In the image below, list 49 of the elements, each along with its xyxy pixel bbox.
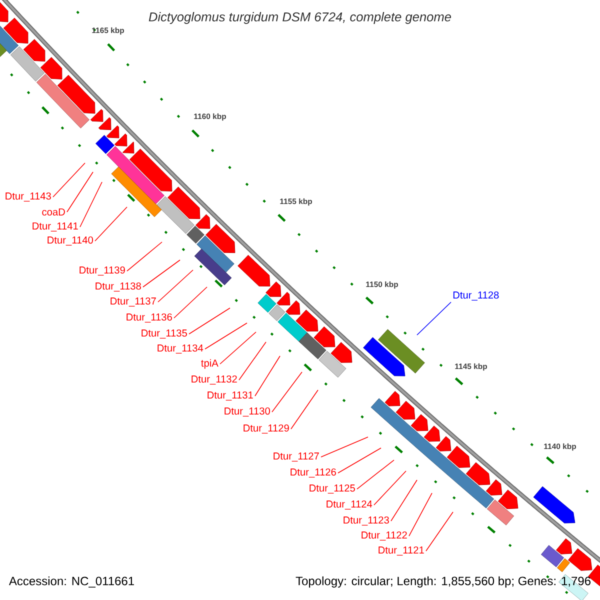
gene-label: Dtur_1140 — [48, 236, 93, 246]
leader-line — [290, 390, 318, 430]
gene-label: Dtur_1134 — [158, 344, 204, 354]
gene-label: Dtur_1136 — [126, 313, 172, 323]
gene-label: coaD — [42, 208, 65, 216]
leader-line — [220, 332, 256, 364]
leader-line — [272, 372, 302, 412]
gene-label: Dtur_1139 — [80, 266, 125, 276]
leader-line — [374, 470, 406, 506]
leader-line — [174, 286, 208, 318]
gene-label: Dtur_1129 — [244, 424, 289, 434]
leader-line — [142, 260, 180, 288]
leader-line — [126, 242, 162, 272]
title: Dictyoglomus turgidum DSM 6724, complete genome — [148, 12, 452, 24]
leader-line — [238, 342, 266, 380]
footer-text: Topology: circular; Length: 1,855,560 bp; Genes: 1,796 — [296, 576, 590, 588]
gene-label: Dtur_1121 — [378, 546, 424, 556]
leader-line — [426, 512, 454, 552]
leader-line — [52, 162, 86, 198]
leader-line — [188, 308, 230, 334]
gene-label: Dtur_1135 — [142, 329, 187, 339]
gene-label: Dtur_1141 — [32, 222, 78, 232]
leader-line — [204, 322, 248, 350]
gene-label: Dtur_1126 — [290, 468, 336, 478]
gene-label: Dtur_1125 — [310, 484, 355, 494]
leader-line — [408, 492, 432, 536]
gene-label: Dtur_1132 — [192, 375, 237, 385]
leader-line — [254, 356, 280, 396]
leader-line — [94, 206, 128, 242]
gene-label: Dtur_1128 — [453, 291, 499, 301]
gene-label: Dtur_1122 — [362, 531, 407, 541]
leader-line — [390, 480, 418, 522]
gene-label: Dtur_1123 — [344, 516, 389, 526]
gene-label: Dtur_1124 — [326, 500, 372, 510]
leader-line — [320, 436, 368, 458]
leader-line — [356, 460, 394, 490]
gene-label: tpiA — [201, 359, 218, 369]
gene-label: Dtur_1131 — [208, 391, 253, 401]
leader-line — [66, 172, 94, 212]
leader-line — [416, 302, 452, 336]
leader-line — [80, 182, 102, 228]
gene-label: Dtur_1127 — [274, 452, 319, 462]
leader-line — [338, 448, 382, 474]
gene-label: Dtur_1130 — [224, 407, 270, 417]
gene-label: Dtur_1143 — [6, 192, 51, 202]
gene-label: Dtur_1137 — [110, 297, 156, 307]
leader-line — [158, 270, 194, 302]
gene-label: Dtur_1138 — [96, 282, 141, 292]
footer-text: Accession: NC_011661 — [8, 576, 134, 588]
